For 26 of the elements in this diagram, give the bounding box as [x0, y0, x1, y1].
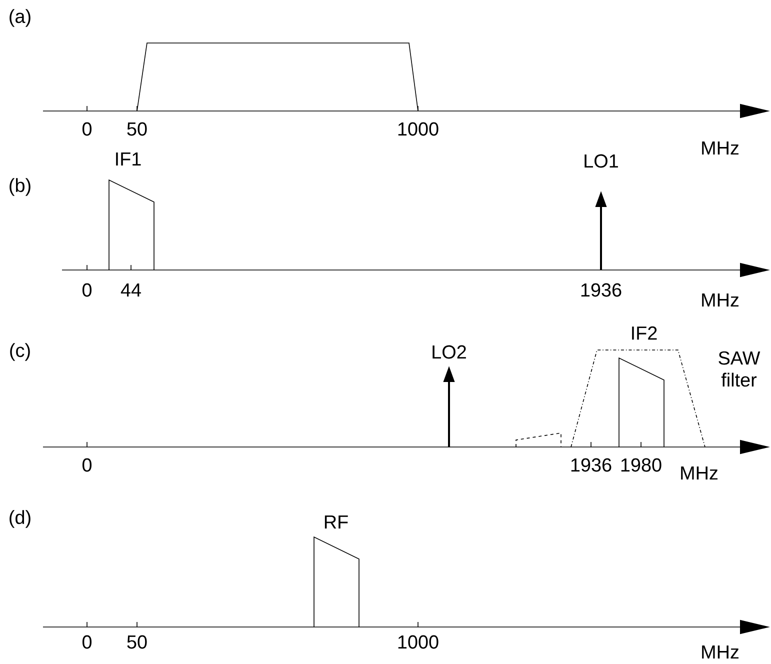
tick-label: 0 [82, 283, 92, 297]
signal-label: LO1 [584, 154, 618, 168]
tick-label: 0 [82, 458, 92, 472]
signal-label: IF2 [632, 326, 657, 340]
unit-label: MHz [702, 294, 738, 306]
signal-label: IF1 [116, 152, 141, 166]
tick-label: 1980 [621, 458, 662, 472]
unit-label: MHz [702, 142, 738, 154]
unit-label: MHz [702, 646, 738, 658]
tick-label: 0 [82, 122, 92, 136]
signal-label: LO2 [432, 345, 466, 359]
unit-label: MHz [681, 466, 718, 480]
panel-label: (b) [10, 178, 30, 196]
tick-label: 1000 [398, 122, 438, 136]
panel-label: (a) [10, 9, 30, 27]
panel-label: (c) [10, 343, 30, 361]
tick-label: 44 [120, 284, 141, 296]
tick-label: 1936 [581, 283, 622, 297]
signal-label: RF [324, 516, 348, 528]
tick-label: 50 [127, 122, 147, 136]
tick-label: 1000 [398, 635, 438, 649]
filter-label: SAW filter [718, 351, 760, 387]
tick-label: 0 [82, 635, 92, 649]
tick-label: 1936 [571, 458, 612, 472]
panel-label: (d) [10, 510, 30, 528]
tick-label: 50 [127, 635, 147, 649]
